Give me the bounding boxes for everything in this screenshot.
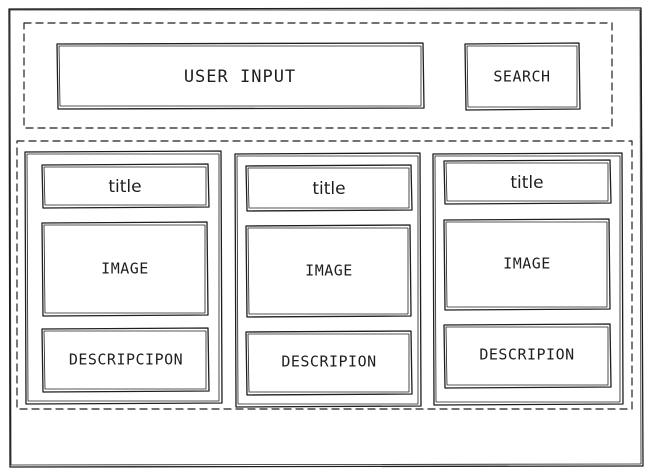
card-1-image-label: IMAGE: [101, 260, 149, 278]
card-3-title: title: [510, 173, 543, 193]
card-2: [234, 152, 422, 408]
card-3: [432, 152, 624, 406]
card-1-description-box: [41, 327, 210, 393]
results-region: [16, 140, 633, 410]
card-3-description-box: [443, 323, 612, 389]
card-1-title-box: [41, 163, 210, 209]
card-1-image-box: [41, 221, 209, 317]
card-1-title: title: [108, 177, 141, 197]
search-button-label: SEARCH: [493, 68, 550, 86]
card-2-image-label: IMAGE: [305, 262, 353, 280]
search-button[interactable]: [464, 42, 581, 111]
card-3-image-box: [443, 218, 611, 311]
card-1: [24, 150, 223, 405]
card-1-description: DESCRIPCIPON: [69, 351, 183, 369]
card-2-description: DESCRIPION: [281, 353, 376, 371]
outer-frame: [8, 7, 644, 468]
card-2-image-box: [245, 224, 412, 318]
header-region: [23, 22, 613, 129]
card-2-description-box: [245, 330, 413, 396]
user-input-box[interactable]: [56, 42, 425, 110]
card-3-description: DESCRIPION: [479, 346, 574, 364]
card-2-title-box: [245, 164, 413, 212]
card-3-image-label: IMAGE: [503, 255, 551, 273]
card-3-title-box: [443, 159, 612, 205]
card-2-title: title: [312, 179, 345, 199]
user-input-label: USER INPUT: [184, 67, 296, 87]
